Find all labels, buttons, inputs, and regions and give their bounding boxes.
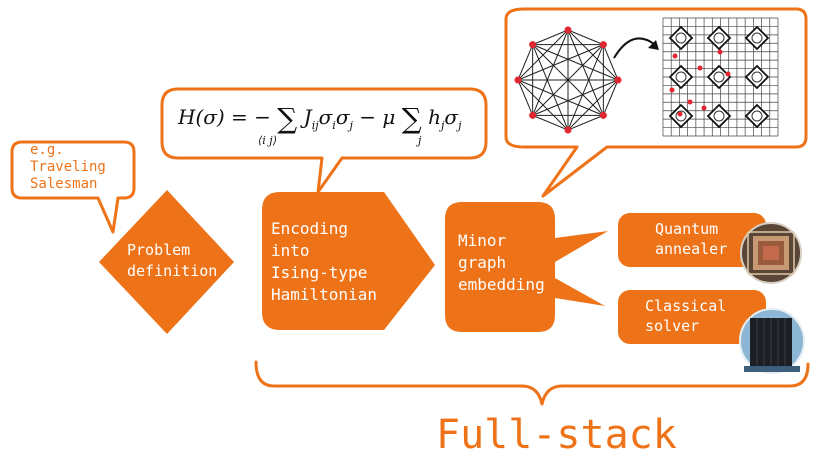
formula-sigma-j2-sub: j: [458, 119, 462, 132]
unit-cell-core: [675, 110, 687, 122]
classical-solver-box: [618, 290, 766, 344]
formula-j-sub: ij: [311, 119, 319, 132]
unit-cell-core: [751, 110, 763, 122]
embedded-node: [701, 105, 707, 111]
ising-hamiltonian-formula: H(σ) = − ∑ Jijσiσj − μ ∑ hjσj ⟨i j⟩ j: [178, 102, 462, 147]
unit-cell-core: [713, 71, 725, 83]
formula-sigma-i: σ: [318, 105, 333, 129]
curved-arrow-icon: [613, 37, 659, 59]
graph-edge: [517, 44, 534, 81]
embedded-node: [697, 65, 703, 71]
classical-solver-label: Classical solver: [645, 297, 727, 335]
unit-cell: [668, 25, 694, 51]
unit-cell-core: [713, 110, 725, 122]
unit-cell: [706, 103, 732, 129]
unit-cell-core: [751, 32, 763, 44]
graph-edge: [602, 79, 619, 116]
graph-node: [564, 126, 572, 134]
sum1-index: ⟨i j⟩: [258, 134, 278, 147]
graph-speech-bubble: [504, 7, 808, 198]
quantum-annealer-box: [618, 213, 766, 267]
formula-sigma-j2: σ: [444, 105, 459, 129]
graph-edge: [517, 79, 569, 131]
unit-cell-core: [675, 32, 687, 44]
encoding-label: Encoding into Ising-type Hamiltonian: [271, 219, 377, 304]
graph-node: [514, 76, 522, 84]
embedding-shape: [445, 202, 608, 332]
example-speech-bubble: [10, 140, 136, 234]
graph-edge: [532, 29, 569, 46]
chimera-graph-icon: [662, 17, 779, 137]
graph-edge: [567, 29, 604, 46]
embedded-node: [677, 111, 683, 117]
formula-h-sub: j: [440, 119, 445, 132]
formula-j: J: [303, 105, 312, 129]
formula-sigma-j: σ: [335, 105, 350, 129]
graph-node: [599, 41, 607, 49]
graph-edge: [602, 44, 619, 81]
server-rack-icon: [739, 308, 805, 374]
graph-node: [529, 41, 537, 49]
sum2-index: j: [418, 134, 422, 147]
sum-symbol-1: ∑: [277, 102, 298, 135]
unit-cell: [744, 103, 770, 129]
graph-node: [614, 76, 622, 84]
graph-node: [564, 26, 572, 34]
formula-lhs: H(σ) = −: [178, 105, 271, 129]
graph-edge: [532, 114, 569, 131]
formula-sigma-i-sub: i: [332, 119, 336, 132]
embedded-node: [672, 53, 678, 59]
formula-minus-mu: − μ: [359, 105, 396, 129]
complete-graph-icon: [514, 26, 622, 134]
formula-h: h: [428, 105, 441, 129]
graph-node: [529, 111, 537, 119]
unit-cell: [706, 25, 732, 51]
full-stack-brace: [254, 360, 810, 406]
unit-cell: [668, 64, 694, 90]
quantum-chip-icon: [740, 222, 802, 284]
unit-cell: [744, 25, 770, 51]
embedded-node: [717, 49, 723, 55]
graph-node: [599, 111, 607, 119]
unit-cell: [744, 64, 770, 90]
sum-symbol-2: ∑: [401, 102, 422, 135]
graph-edge: [532, 44, 569, 131]
graph-edge: [517, 79, 534, 116]
example-text: e.g. Traveling Salesman: [30, 142, 106, 192]
embedded-node: [669, 87, 675, 93]
embedded-node: [687, 99, 693, 105]
unit-cell-core: [675, 71, 687, 83]
problem-definition-label: Problem definition: [127, 241, 218, 280]
quantum-annealer-label: Quantum annealer: [655, 220, 728, 258]
graph-edge: [567, 114, 604, 131]
formula-sigma-j-sub: j: [349, 119, 353, 132]
embedded-node: [725, 71, 731, 77]
problem-definition-diamond: [99, 190, 234, 334]
full-stack-label: Full-stack: [436, 412, 677, 458]
embedding-label: Minor graph embedding: [458, 231, 545, 294]
graph-edge: [532, 44, 619, 81]
unit-cell-core: [751, 71, 763, 83]
graph-edge: [532, 44, 604, 116]
unit-cell-core: [713, 32, 725, 44]
encoding-arrow-shape: [262, 192, 435, 330]
